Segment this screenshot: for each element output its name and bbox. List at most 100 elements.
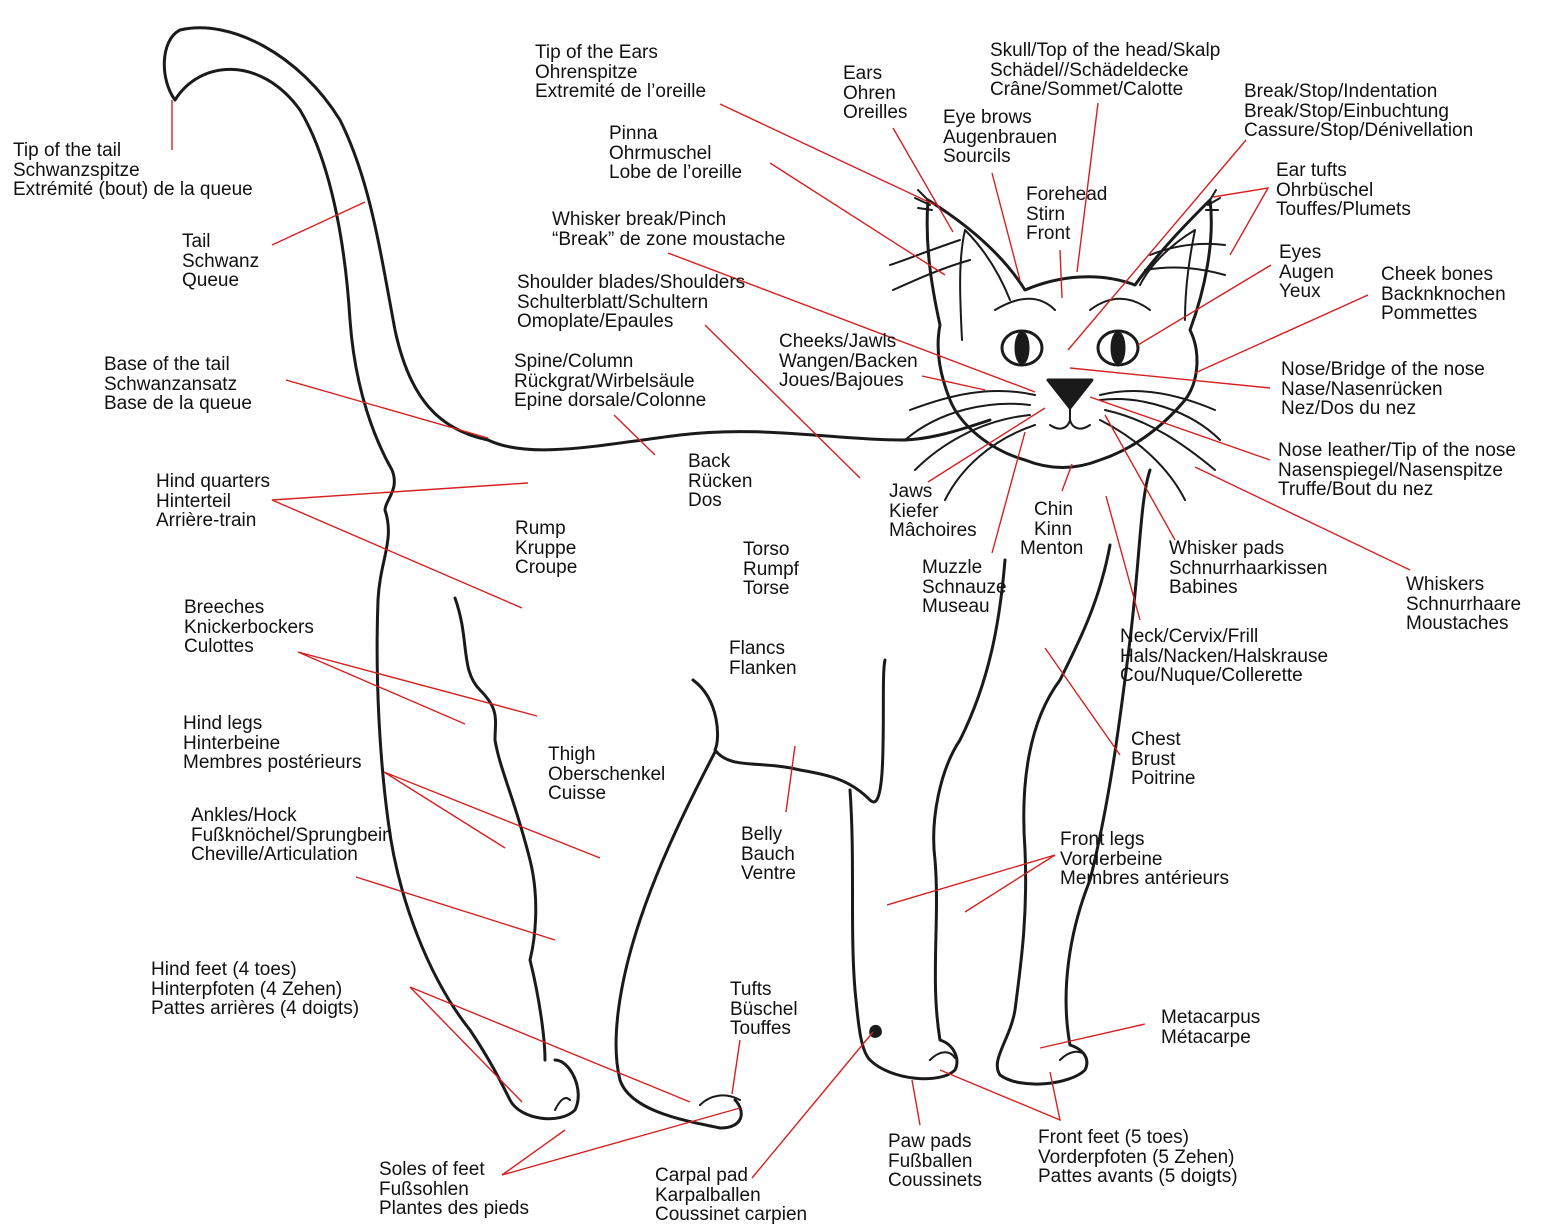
label-line: Ankles/Hock	[191, 806, 393, 826]
label-line: Flancs	[729, 639, 797, 659]
leader-front-legs	[887, 855, 1055, 912]
label-line: Whisker pads	[1169, 539, 1327, 559]
brow-line	[995, 299, 1150, 310]
label-line: Hind feet (4 toes)	[151, 960, 359, 980]
label-line: Touffes/Plumets	[1276, 200, 1411, 220]
label-metacarpus: Metacarpus Métacarpe	[1161, 1008, 1260, 1047]
label-line: Base de la queue	[104, 394, 252, 414]
label-line: Pinna	[609, 124, 742, 144]
label-line: Extremité de l’oreille	[535, 82, 706, 102]
label-tail: Tail Schwanz Queue	[182, 232, 259, 291]
label-line: Hind legs	[183, 714, 361, 734]
leader-metacarpus	[1040, 1024, 1145, 1048]
label-line: Ears	[843, 64, 907, 84]
label-line: Schwanzansatz	[104, 375, 252, 395]
label-line: Cassure/Stop/Dénivellation	[1244, 121, 1473, 141]
label-line: Back	[688, 452, 752, 472]
label-line: Croupe	[515, 558, 577, 578]
label-line: Cuisse	[548, 784, 665, 804]
label-neck: Neck/Cervix/Frill Hals/Nacken/Halskrause…	[1120, 627, 1328, 686]
label-line: Vorderpfoten (5 Zehen)	[1038, 1148, 1238, 1168]
label-line: Tip of the Ears	[535, 43, 706, 63]
label-line: Front	[1026, 224, 1107, 244]
label-line: Metacarpus	[1161, 1008, 1260, 1028]
label-line: Kruppe	[515, 539, 577, 559]
label-line: Touffes	[730, 1019, 798, 1039]
label-line: Spine/Column	[514, 352, 706, 372]
label-line: Front feet (5 toes)	[1038, 1128, 1238, 1148]
label-line: Pommettes	[1381, 304, 1506, 324]
label-line: Karpalballen	[655, 1186, 807, 1206]
leader-hind-feet	[410, 987, 690, 1102]
label-line: Hinterpfoten (4 Zehen)	[151, 980, 359, 1000]
label-line: Schnurrhaarkissen	[1169, 559, 1327, 579]
label-line: Eyes	[1279, 243, 1334, 263]
label-line: Schädel//Schädeldecke	[990, 61, 1220, 81]
label-line: Stirn	[1026, 205, 1107, 225]
label-line: Nase/Nasenrücken	[1281, 380, 1485, 400]
label-line: Membres postérieurs	[183, 753, 361, 773]
label-line: Thigh	[548, 745, 665, 765]
label-line: Ventre	[741, 864, 796, 884]
label-line: Tip of the tail	[13, 141, 253, 161]
label-whisker-break: Whisker break/Pinch “Break” de zone mous…	[552, 210, 785, 249]
hind-leg-front	[693, 660, 885, 802]
label-line: Schnauze	[922, 578, 1007, 598]
label-hind-quarters: Hind quarters Hinterteil Arrière-train	[156, 472, 270, 531]
label-front-legs: Front legs Vorderbeine Membres antérieur…	[1060, 830, 1229, 889]
label-line: Fußballen	[888, 1152, 982, 1172]
label-forehead: Forehead Stirn Front	[1026, 185, 1107, 244]
label-line: Hinterbeine	[183, 734, 361, 754]
label-line: Nez/Dos du nez	[1281, 399, 1485, 419]
leader-chest	[1045, 648, 1120, 755]
hind-leg-inner	[455, 598, 545, 1060]
label-line: Fußknöchel/Sprungbein	[191, 826, 393, 846]
label-line: Eye brows	[943, 108, 1057, 128]
leader-neck	[1106, 496, 1140, 620]
label-line: Chin	[1020, 500, 1083, 520]
label-line: Muzzle	[922, 558, 1007, 578]
label-line: Tail	[182, 232, 259, 252]
label-ear-tufts: Ear tufts Ohrbüschel Touffes/Plumets	[1276, 161, 1411, 220]
label-line: Hals/Nacken/Halskrause	[1120, 647, 1328, 667]
label-tufts: Tufts Büschel Touffes	[730, 980, 798, 1039]
label-line: Skull/Top of the head/Skalp	[990, 41, 1220, 61]
label-line: Plantes des pieds	[379, 1199, 529, 1219]
ear-inner-left	[960, 230, 1010, 340]
label-line: Culottes	[184, 637, 314, 657]
label-skull: Skull/Top of the head/Skalp Schädel//Sch…	[990, 41, 1220, 100]
mouth	[1050, 408, 1090, 429]
leader-carpal-pad	[752, 1032, 873, 1178]
leader-spine	[614, 415, 655, 455]
label-line: Oreilles	[843, 103, 907, 123]
label-line: Backnknochen	[1381, 285, 1506, 305]
label-line: Poitrine	[1131, 769, 1195, 789]
label-line: Sourcils	[943, 147, 1057, 167]
label-line: Breeches	[184, 598, 314, 618]
label-line: Nasenspiegel/Nasenspitze	[1278, 461, 1516, 481]
label-whiskers: Whiskers Schnurrhaare Moustaches	[1406, 575, 1521, 634]
label-line: Joues/Bajoues	[779, 371, 918, 391]
whiskers-right	[1100, 244, 1225, 500]
label-line: Break/Stop/Indentation	[1244, 82, 1473, 102]
label-nose-bridge: Nose/Bridge of the nose Nase/Nasenrücken…	[1281, 360, 1485, 419]
label-line: Babines	[1169, 578, 1327, 598]
label-flancs: Flancs Flanken	[729, 639, 797, 678]
leader-paw-pads	[912, 1080, 920, 1125]
label-line: Vorderbeine	[1060, 850, 1229, 870]
leader-front-feet	[940, 1070, 1060, 1120]
label-line: Flanken	[729, 659, 797, 679]
label-carpal-pad: Carpal pad Karpalballen Coussinet carpie…	[655, 1166, 807, 1225]
label-hind-legs: Hind legs Hinterbeine Membres postérieur…	[183, 714, 361, 773]
label-line: Schulterblatt/Schultern	[517, 293, 745, 313]
leader-ankles	[356, 877, 555, 940]
label-line: Métacarpe	[1161, 1028, 1260, 1048]
label-line: Shoulder blades/Shoulders	[517, 273, 745, 293]
label-line: Pattes arrières (4 doigts)	[151, 999, 359, 1019]
label-line: Wangen/Backen	[779, 352, 918, 372]
label-base-of-tail: Base of the tail Schwanzansatz Base de l…	[104, 355, 252, 414]
label-line: Queue	[182, 271, 259, 291]
label-line: Kiefer	[889, 502, 977, 522]
label-belly: Belly Bauch Ventre	[741, 825, 796, 884]
